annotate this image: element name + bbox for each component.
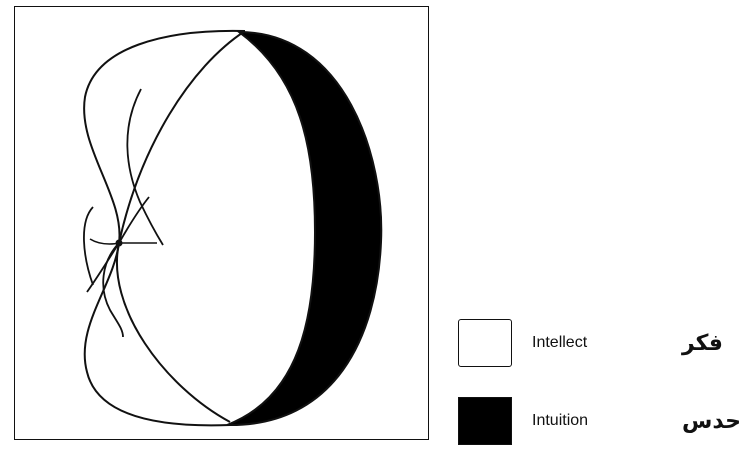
focal-point: [116, 240, 123, 247]
cross-line-b: [90, 239, 157, 244]
intuition-label-arabic: حدس: [682, 409, 741, 434]
intuition-swatch: [458, 397, 512, 445]
left-bulge-line: [84, 207, 93, 285]
figure-frame: [14, 6, 429, 440]
intuition-crescent-shape: [227, 32, 381, 425]
intuition-label: Intuition: [532, 412, 642, 430]
legend-item-intuition: Intuition حدس: [458, 397, 748, 445]
intellect-swatch: [458, 319, 512, 367]
intellect-label: Intellect: [532, 334, 642, 352]
outer-boundary-curve: [84, 31, 245, 426]
inner-boundary-curve: [117, 31, 245, 422]
mind-diagram: [15, 7, 430, 441]
intellect-label-arabic: فكر: [682, 331, 723, 356]
legend-item-intellect: Intellect فكر: [458, 319, 748, 367]
